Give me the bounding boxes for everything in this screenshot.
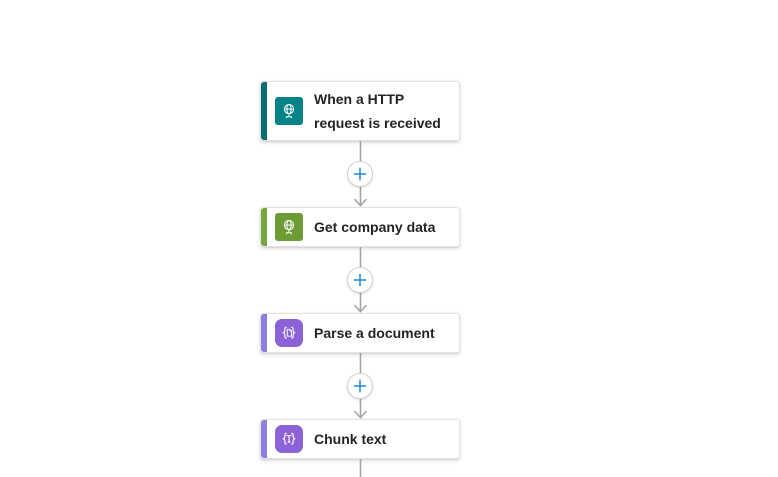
- accent-bar: [261, 314, 267, 352]
- node-label: Get company data: [314, 219, 436, 235]
- plus-icon: [353, 379, 367, 393]
- arrow-down-icon: [354, 198, 367, 207]
- accent-bar: [261, 420, 267, 458]
- node-when-a-http-request-is-received[interactable]: When a HTTP request is received: [260, 81, 460, 141]
- parse-document-icon: [275, 319, 303, 347]
- node-label: Chunk text: [314, 431, 387, 447]
- node-get-company-data[interactable]: Get company data: [260, 207, 460, 247]
- http-request-globe-icon: [275, 97, 303, 125]
- plus-icon: [353, 273, 367, 287]
- plus-icon: [353, 167, 367, 181]
- node-chunk-text[interactable]: Chunk text: [260, 419, 460, 459]
- custom-connector-globe-icon: [275, 213, 303, 241]
- arrow-down-icon: [354, 410, 367, 419]
- workflow: When a HTTP request is received: [260, 81, 460, 477]
- node-label: Parse a document: [314, 325, 435, 341]
- add-step-button[interactable]: [347, 373, 373, 399]
- add-step-button[interactable]: [347, 267, 373, 293]
- node-parse-a-document[interactable]: Parse a document: [260, 313, 460, 353]
- node-label: When a HTTP request is received: [314, 91, 441, 131]
- connector-line: [359, 459, 362, 477]
- accent-bar: [261, 208, 267, 246]
- connector: [260, 141, 460, 207]
- add-step-button[interactable]: [347, 161, 373, 187]
- accent-bar: [261, 82, 267, 140]
- connector: [260, 247, 460, 313]
- arrow-down-icon: [354, 304, 367, 313]
- connector-tail: [260, 459, 460, 477]
- chunk-text-icon: [275, 425, 303, 453]
- connector: [260, 353, 460, 419]
